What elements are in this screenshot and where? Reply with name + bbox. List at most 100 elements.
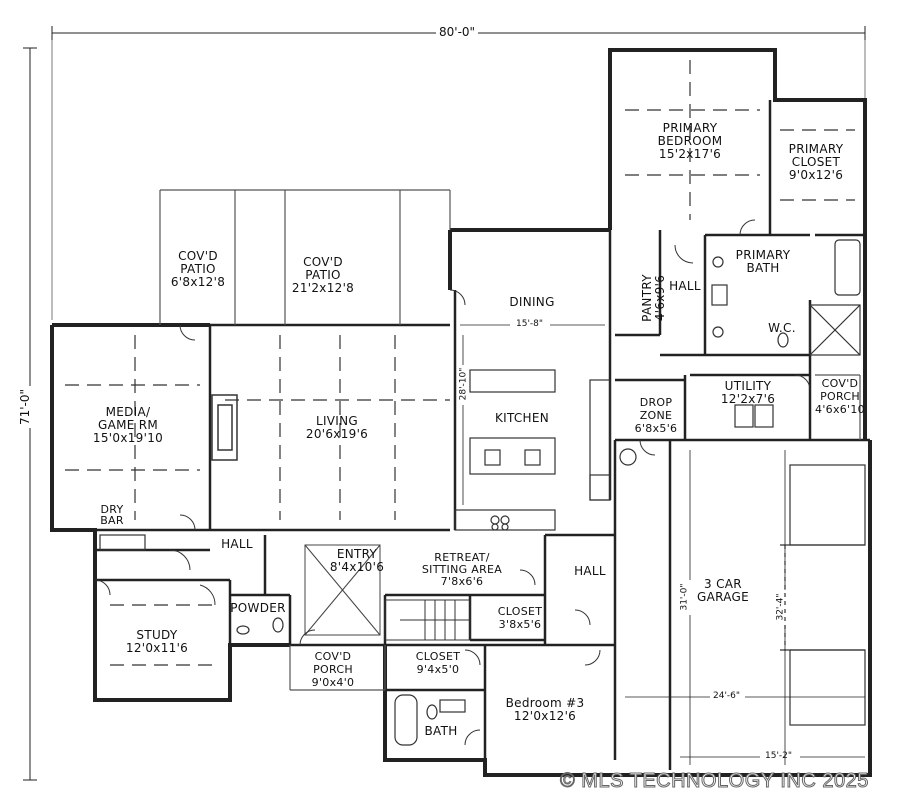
exterior-walls [50, 48, 872, 777]
room-name-line: MEDIA/ [105, 405, 151, 419]
room-name: Bedroom #3 [505, 696, 585, 710]
room-name-line: BAR [100, 514, 124, 527]
room-name-line: CLOSET [791, 155, 841, 169]
room-primary-bath: PRIMARY BATH [736, 249, 791, 275]
room-drop-zone: DROP ZONE 6'8x5'6 [635, 396, 678, 435]
room-dimension: 9'0x4'0 [311, 676, 355, 689]
doors [94, 219, 811, 746]
room-dimension: 6'8x12'8 [170, 275, 226, 289]
room-name-line: 3 CAR [704, 577, 742, 591]
dim-kitchen-depth: 28'-10" [458, 367, 469, 401]
dim-garage-depth-right: 32'-4" [775, 593, 786, 621]
room-patio-large: COV'D PATIO 21'2x12'8 [292, 256, 354, 295]
room-closet-bed: CLOSET 9'4x5'0 [416, 650, 461, 676]
interior-dimension-lines [460, 324, 865, 765]
ceiling-beams [65, 60, 855, 666]
room-name: KITCHEN [494, 411, 550, 425]
room-name-line: COV'D [821, 377, 859, 390]
room-primary-bedroom: PRIMARY BEDROOM 15'2x17'6 [658, 122, 723, 161]
dim-garage-width: 24'-6" [713, 691, 741, 701]
room-name-line: PRIMARY [735, 248, 791, 262]
room-powder: POWDER [230, 602, 286, 615]
overall-depth-dimension: 71'-0" [18, 385, 33, 429]
room-name-line: ZONE [639, 409, 673, 422]
room-name-line: PORCH [313, 663, 353, 676]
room-name-line: DROP [639, 396, 673, 409]
room-dimension: 12'0x12'6 [513, 709, 577, 723]
room-name: CLOSET [497, 605, 543, 618]
room-dining: DINING [509, 296, 554, 309]
room-name: CLOSET [415, 650, 461, 663]
room-patio-small: COV'D PATIO 6'8x12'8 [171, 250, 225, 289]
room-retreat: RETREAT/ SITTING AREA 7'8x6'6 [422, 552, 502, 588]
room-name: POWDER [230, 601, 286, 615]
room-entry: ENTRY 8'4x10'6 [330, 548, 384, 574]
room-porch-front: COV'D PORCH 9'0x4'0 [312, 650, 355, 689]
room-name: W.C. [768, 321, 796, 335]
room-dimension: 15'2x17'6 [658, 147, 722, 161]
room-name-line: BATH [746, 261, 780, 275]
dim-dining-width: 15'-8" [516, 319, 544, 329]
room-garage: 3 CAR GARAGE [697, 578, 749, 604]
dim-garage-depth: 31'-0" [679, 583, 690, 611]
room-name-line: GARAGE [696, 590, 750, 604]
garage-doors [780, 464, 866, 726]
room-hall-left: HALL [221, 538, 253, 551]
room-name-line: PATIO [180, 262, 216, 276]
room-name: LIVING [315, 414, 359, 428]
room-name-line: PORCH [820, 390, 860, 403]
dim-garage-front: 15'-2" [765, 751, 793, 761]
room-name-line: PRIMARY [662, 121, 718, 135]
room-living: LIVING 20'6x19'6 [306, 415, 368, 441]
room-media: MEDIA/ GAME RM 15'0x19'10 [93, 406, 163, 445]
fireplace [211, 394, 238, 461]
room-dimension: 8'4x10'6 [329, 560, 385, 574]
stairs [384, 599, 471, 641]
room-name-line: COV'D [178, 249, 218, 263]
room-name-line: SITTING AREA [421, 563, 503, 576]
entry-vault [304, 544, 381, 636]
room-dimension: 4'6x6'10 [815, 403, 865, 416]
room-dimension: 6'8x5'6 [634, 422, 678, 435]
room-dimension: 20'6x19'6 [305, 427, 369, 441]
room-closet-center: CLOSET 3'8x5'6 [498, 605, 543, 631]
room-dimension: 9'0x12'6 [788, 168, 844, 182]
room-name-line: COV'D [303, 255, 343, 269]
room-dimension: 7'8x6'6 [440, 575, 484, 588]
room-name-line: PATIO [305, 268, 341, 282]
room-utility: UTILITY 12'2x7'6 [721, 380, 775, 406]
room-name-line: COV'D [314, 650, 352, 663]
kitchen-fixtures [454, 369, 611, 531]
room-name: HALL [669, 279, 701, 293]
room-dimension: 21'2x12'8 [291, 281, 355, 295]
room-dimension: 12'0x11'6 [125, 641, 189, 655]
room-porch-right: COV'D PORCH 4'6x6'10 [815, 377, 865, 416]
interior-walls [95, 100, 870, 770]
room-kitchen: KITCHEN [495, 412, 549, 425]
bath-fixtures [99, 239, 861, 746]
room-dry-bar: DRY BAR [100, 504, 124, 526]
room-dimension: 3'8x5'6 [498, 618, 542, 631]
room-name-line: RETREAT/ [434, 551, 490, 564]
room-wc: W.C. [768, 322, 796, 335]
room-name-line: GAME RM [97, 418, 159, 432]
room-hall-right: HALL [574, 565, 606, 578]
room-name: DINING [509, 295, 555, 309]
room-study: STUDY 12'0x11'6 [126, 629, 188, 655]
patio-outline [159, 189, 861, 691]
room-name-line: PRIMARY [788, 142, 844, 156]
room-name-line: DRY [100, 503, 124, 516]
room-bath: BATH [424, 725, 457, 738]
room-name: STUDY [136, 628, 178, 642]
room-name: HALL [574, 564, 606, 578]
room-name: ENTRY [336, 547, 378, 561]
room-dimension: 15'0x19'10 [92, 431, 164, 445]
room-name-line: BEDROOM [657, 134, 723, 148]
room-primary-closet: PRIMARY CLOSET 9'0x12'6 [789, 143, 844, 182]
room-bedroom3: Bedroom #3 12'0x12'6 [506, 697, 585, 723]
room-dimension: 12'2x7'6 [720, 392, 776, 406]
room-dimension: 9'4x5'0 [416, 663, 460, 676]
room-name: UTILITY [724, 379, 772, 393]
room-pantry: PANTRY 4'6x9'6 [640, 274, 667, 322]
